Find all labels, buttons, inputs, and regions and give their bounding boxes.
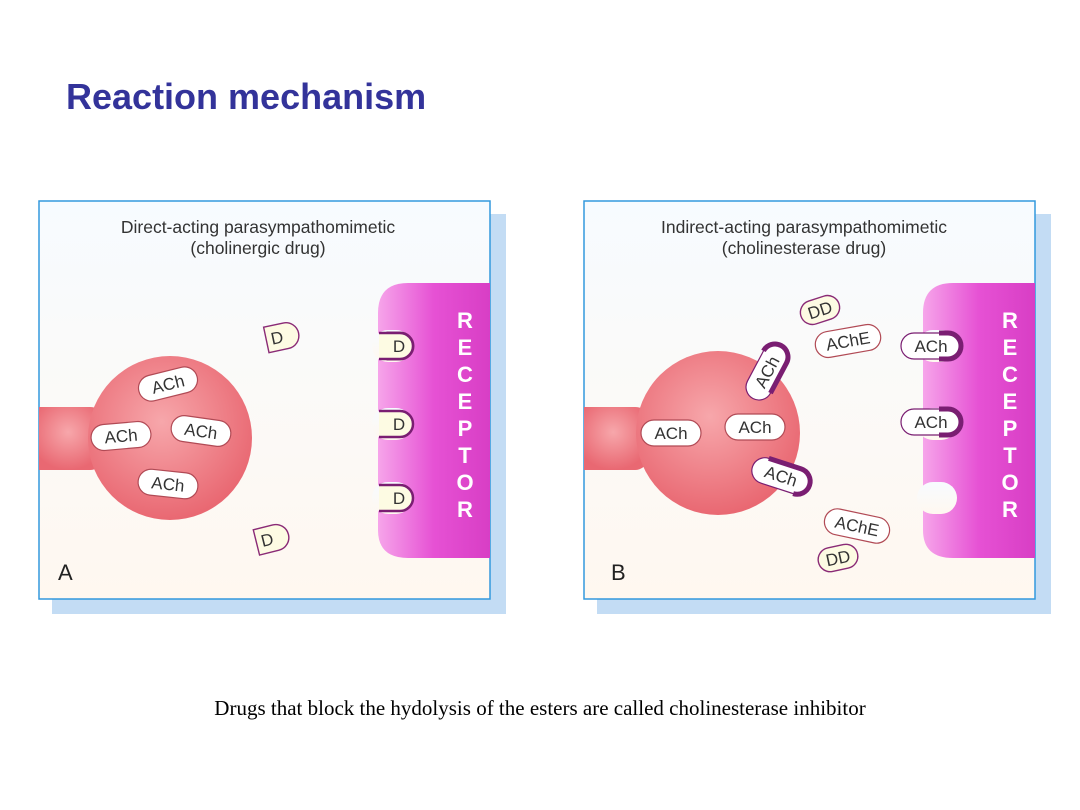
svg-text:D: D — [269, 328, 285, 349]
panel-heading-line1: Direct-acting parasympathomimetic — [121, 217, 396, 237]
bound-ach: ACh — [900, 406, 964, 438]
slide-caption: Drugs that block the hydolysis of the es… — [214, 696, 866, 720]
bound-ach: ACh — [900, 330, 964, 362]
released-ach: ACh — [751, 456, 813, 497]
panel-direct-acting: Direct-acting parasympathomimetic (choli… — [38, 200, 508, 620]
svg-text:ACh: ACh — [183, 420, 218, 443]
panel-heading-line1: Indirect-acting parasympathomimetic — [661, 217, 947, 237]
panel-heading-line2: (cholinergic drug) — [190, 238, 325, 258]
svg-text:D: D — [393, 337, 405, 356]
svg-text:D: D — [259, 530, 276, 551]
svg-text:D: D — [393, 489, 405, 508]
ach-molecule: ACh — [137, 366, 199, 402]
svg-text:ACh: ACh — [151, 473, 186, 495]
svg-text:DD: DD — [824, 547, 852, 571]
ach-molecule: ACh — [640, 419, 702, 447]
ach-molecule: ACh — [724, 413, 786, 441]
drug-molecule: D — [262, 322, 300, 354]
slide-title: Reaction mechanism — [66, 76, 427, 117]
bound-drug: D — [379, 409, 415, 439]
svg-text:ACh: ACh — [104, 426, 139, 448]
ach-molecule: ACh — [137, 468, 199, 500]
inhibitor-dd: DD — [817, 543, 859, 573]
nerve-terminal — [39, 356, 252, 520]
enzyme-ache: AChE — [823, 508, 891, 544]
svg-text:ACh: ACh — [914, 413, 947, 432]
ach-molecule: ACh — [90, 420, 152, 452]
svg-text:ACh: ACh — [914, 337, 947, 356]
bound-drug: D — [379, 483, 415, 513]
drug-molecule: D — [252, 523, 290, 556]
svg-text:ACh: ACh — [654, 424, 687, 443]
bound-drug: D — [379, 331, 415, 361]
enzyme-ache: AChE — [814, 323, 882, 359]
svg-text:ACh: ACh — [738, 418, 771, 437]
ach-molecule: ACh — [170, 415, 232, 447]
panel-heading-line2: (cholinesterase drug) — [722, 238, 886, 258]
svg-text:D: D — [393, 415, 405, 434]
panel-indirect-acting: Indirect-acting parasympathomimetic (cho… — [583, 200, 1053, 620]
panel-corner-label: B — [611, 560, 626, 585]
inhibitor-dd: DD — [799, 294, 841, 326]
panel-corner-label: A — [58, 560, 73, 585]
